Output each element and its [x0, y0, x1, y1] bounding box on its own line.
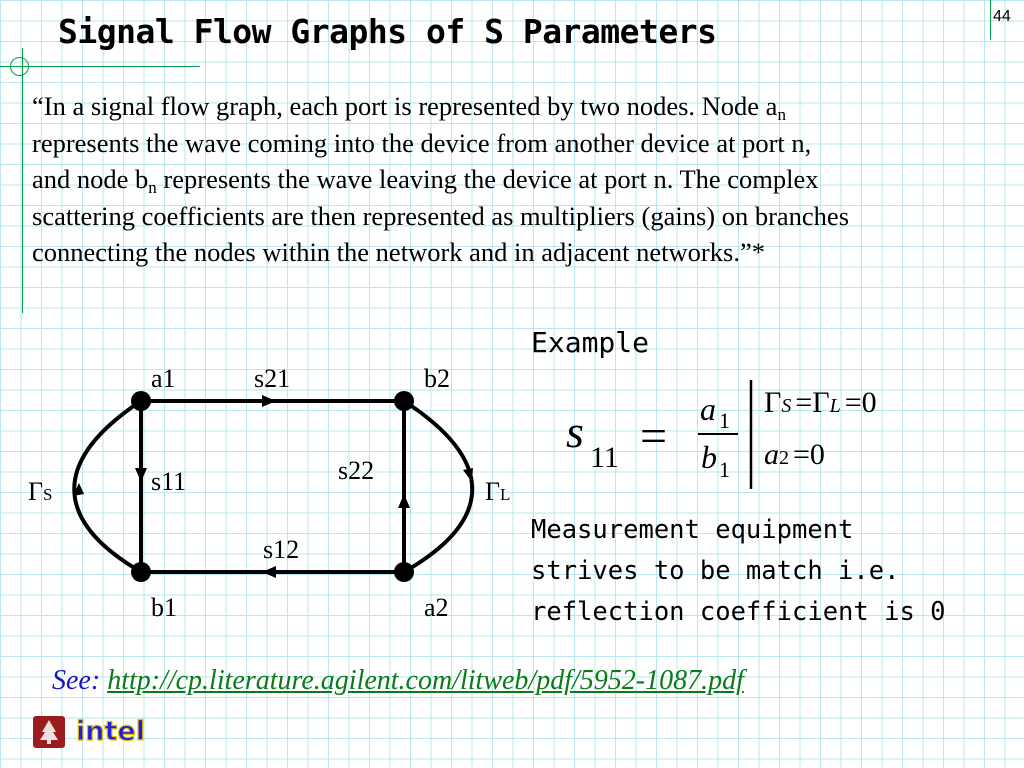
- node-b1: [131, 562, 151, 582]
- label-gamma-l: ΓL: [485, 477, 510, 506]
- note-line-2: strives to be match i.e.: [531, 556, 900, 586]
- cond2-subscript: 2: [779, 447, 789, 469]
- cond2-value: 0: [810, 438, 825, 471]
- quote-text-1: “In a signal flow graph, each port is re…: [32, 91, 778, 121]
- intel-logo: intel: [75, 715, 145, 747]
- arrow-s21-icon: [262, 395, 276, 407]
- quote-subscript-n-1: n: [777, 105, 786, 124]
- label-gamma-s: ΓS: [28, 477, 53, 506]
- eq-denominator-b: b: [701, 439, 717, 475]
- slide-title: Signal Flow Graphs of S Parameters: [58, 12, 717, 51]
- cond1-subscript-l: L: [829, 395, 841, 417]
- gamma-l-symbol: Γ: [485, 477, 500, 506]
- slide-number: 44: [993, 8, 1011, 25]
- s11-equation: s 11 = a 1 b 1 ΓS=ΓL=0 a2=0: [566, 380, 877, 489]
- side-margin-line: [22, 48, 23, 313]
- label-s12: s12: [263, 535, 299, 564]
- quote-text-2: represents the wave coming into the devi…: [32, 127, 812, 195]
- example-label: Example: [531, 326, 650, 359]
- cond1-equals-1: =: [795, 386, 812, 419]
- note-line-3: reflection coefficient is 0: [531, 597, 946, 627]
- title-underline: [0, 66, 200, 67]
- cond1-gamma-l: Γ: [812, 386, 829, 419]
- eq-numerator-a: a: [700, 391, 716, 427]
- arrow-gamma-l-icon: [463, 468, 473, 482]
- cond1-gamma-s: Γ: [764, 386, 781, 419]
- label-a2: a2: [424, 593, 449, 622]
- quote-paragraph: “In a signal flow graph, each port is re…: [32, 88, 852, 271]
- cond1-subscript-s: S: [781, 395, 791, 417]
- label-b2: b2: [424, 364, 450, 393]
- condition-2: a2=0: [764, 438, 825, 471]
- eq-lhs-s: s: [566, 406, 584, 457]
- arrow-gamma-s-icon: [73, 483, 84, 496]
- branch-gamma-l-arc: [402, 399, 475, 574]
- label-s11: s11: [151, 467, 186, 496]
- node-a1: [131, 391, 151, 411]
- arrow-s12-icon: [262, 566, 276, 578]
- eq-equals: =: [640, 410, 667, 463]
- intel-logo-text: intel: [76, 716, 145, 747]
- cond1-value: 0: [862, 386, 877, 419]
- measurement-note: Measurement equipment strives to be matc…: [531, 510, 971, 633]
- tree-icon: [40, 720, 58, 744]
- cond1-equals-2: =: [845, 386, 862, 419]
- arrow-s11-icon: [135, 468, 147, 482]
- stanford-logo-icon: [33, 716, 65, 748]
- reference-line: See: http://cp.literature.agilent.com/li…: [52, 665, 744, 697]
- gamma-s-symbol: Γ: [28, 477, 43, 506]
- quote-subscript-n-2: n: [148, 178, 157, 198]
- quote-text-3: represents the wave leaving the device a…: [32, 164, 850, 268]
- eq-denominator-subscript: 1: [719, 457, 730, 482]
- note-line-1: Measurement equipment: [531, 515, 854, 545]
- cond2-var-a: a: [764, 438, 779, 471]
- label-a1: a1: [151, 364, 176, 393]
- condition-1: ΓS=ΓL=0: [764, 386, 877, 419]
- corner-ring-decoration: [10, 57, 29, 76]
- node-b2: [394, 391, 414, 411]
- eq-numerator-subscript: 1: [719, 408, 730, 433]
- cond2-equals: =: [793, 438, 810, 471]
- page-divider-line: [990, 0, 991, 40]
- arrow-s22-icon: [398, 494, 410, 508]
- eq-lhs-subscript: 11: [590, 441, 619, 474]
- gamma-s-subscript: S: [43, 485, 52, 504]
- branch-gamma-s-arc: [72, 399, 143, 574]
- label-s22: s22: [338, 456, 374, 485]
- node-a2: [394, 562, 414, 582]
- gamma-l-subscript: L: [500, 485, 510, 504]
- reference-link[interactable]: http://cp.literature.agilent.com/litweb/…: [107, 665, 744, 696]
- label-b1: b1: [151, 593, 177, 622]
- label-s21: s21: [254, 364, 290, 393]
- signal-flow-graph: a1 s21 b2 s11 s22 s12 b1 a2 ΓS ΓL: [28, 364, 510, 622]
- see-label: See:: [52, 665, 101, 696]
